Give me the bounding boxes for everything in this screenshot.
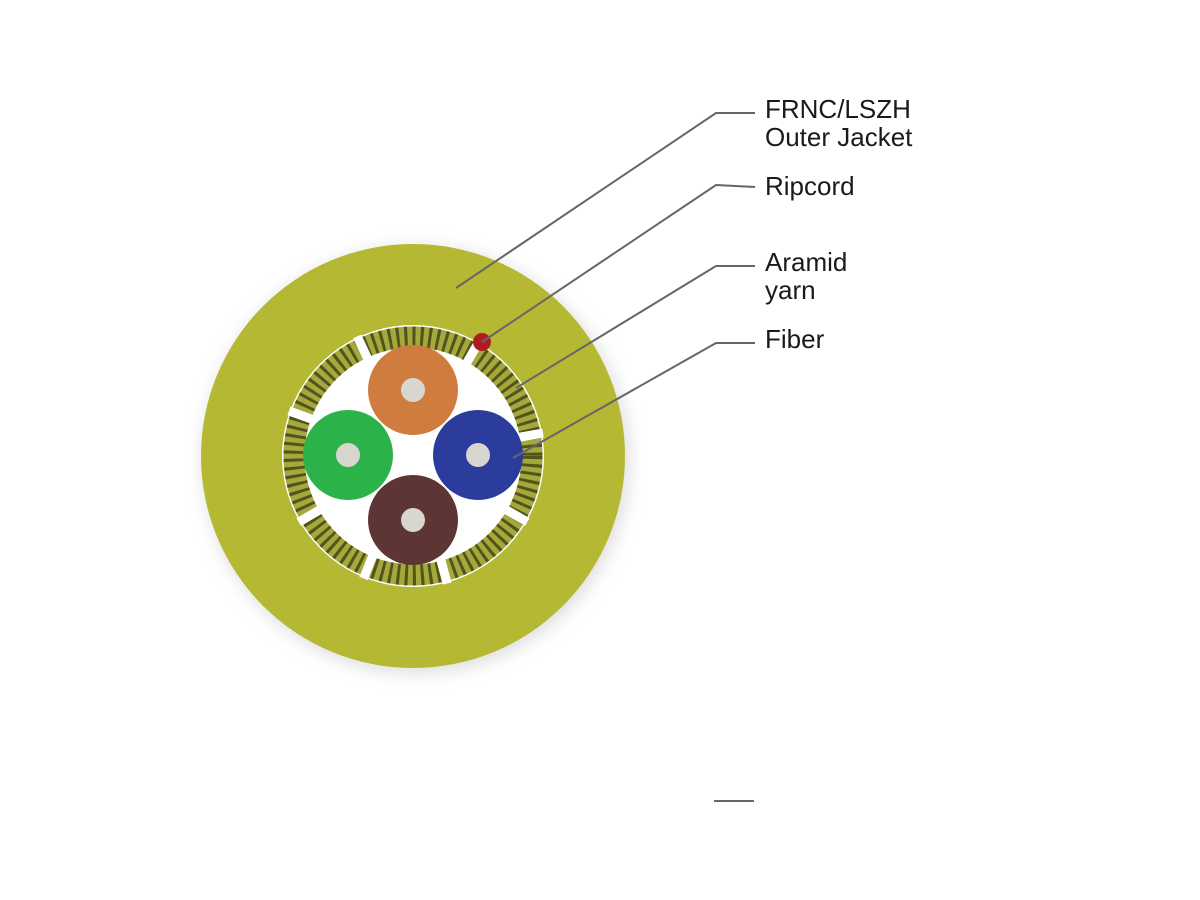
aramid-gap [435, 555, 452, 585]
aramid-stripes [283, 326, 543, 586]
fiber [368, 345, 458, 435]
label-jacket-line2: Outer Jacket [765, 122, 913, 152]
fiber-core [336, 443, 360, 467]
fiber-core [466, 443, 490, 467]
aramid-gap [514, 428, 544, 443]
fiber-core [401, 508, 425, 532]
label-jacket-line1: FRNC/LSZH [765, 94, 911, 124]
label-ripcord: Ripcord [765, 171, 855, 201]
aramid-gap [296, 504, 326, 526]
aramid-gap [359, 550, 379, 581]
fiber [303, 410, 393, 500]
fiber [368, 475, 458, 565]
fiber-core [401, 378, 425, 402]
fiber [433, 410, 523, 500]
leader-line-jacket [455, 112, 755, 289]
fibers [303, 345, 523, 565]
aramid-gap [287, 406, 317, 425]
inner-cavity [282, 325, 544, 587]
aramid-yarn [283, 326, 544, 586]
leader-line-fiber [512, 342, 755, 459]
aramid-gap [500, 504, 530, 526]
leader-line-aramid [515, 265, 755, 389]
leader-line-ripcord [481, 183, 756, 343]
label-fiber: Fiber [765, 324, 825, 354]
label-aramid-line2: yarn [765, 275, 816, 305]
label-aramid-line1: Aramid [765, 247, 847, 277]
aramid-gap [353, 334, 374, 364]
